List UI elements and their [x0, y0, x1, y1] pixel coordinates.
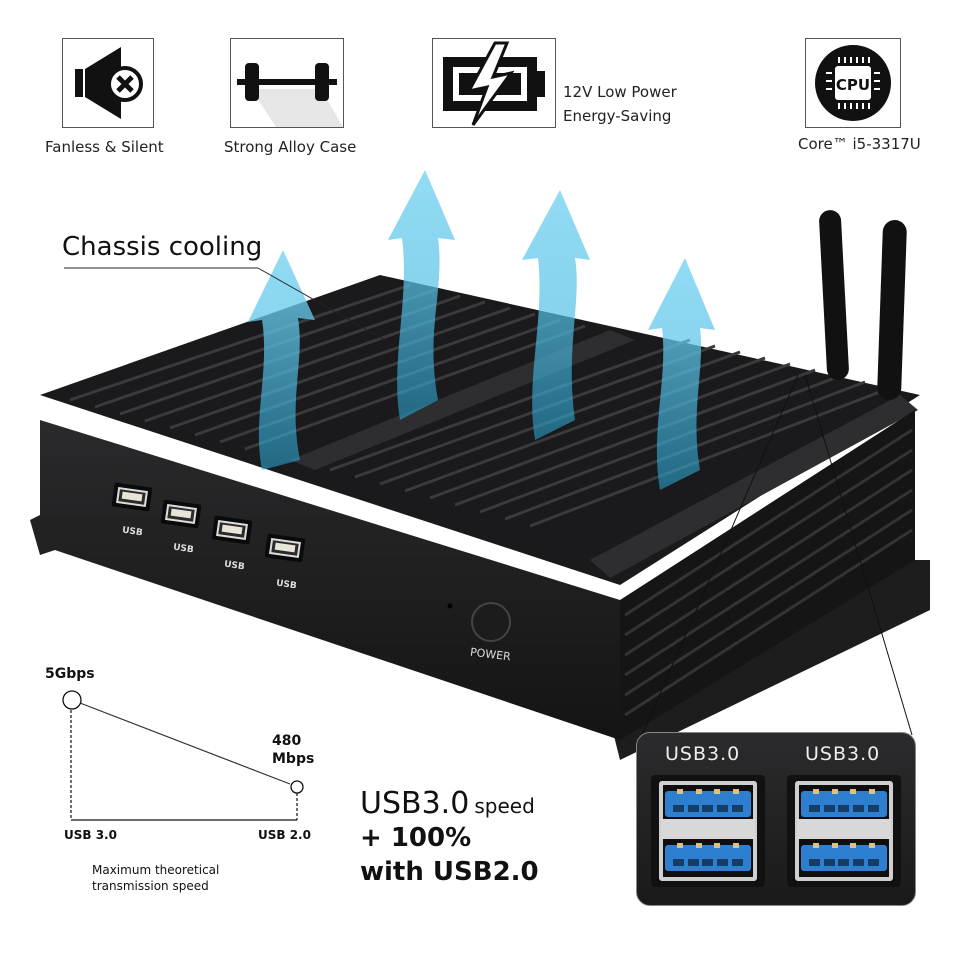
front-usb-port-2	[160, 499, 202, 529]
speed-word: speed	[474, 794, 535, 818]
fanless-icon-box	[62, 38, 154, 128]
chart-point-usb2	[290, 780, 304, 794]
battery-charging-icon	[443, 41, 545, 126]
chart-caption-1: Maximum theoretical	[92, 863, 220, 877]
speed-usb2: with USB2.0	[360, 857, 539, 887]
usb3-panel-closeup: USB3.0 USB3.0	[636, 732, 916, 906]
speed-percent: + 100%	[360, 823, 472, 853]
usb3-label-left: USB3.0	[665, 743, 741, 765]
power-button[interactable]	[472, 603, 510, 641]
speaker-mute-icon	[75, 47, 143, 119]
front-usb-port-3	[211, 515, 253, 545]
feature-label-power-1: 12V Low Power	[563, 83, 677, 101]
power-icon-box	[432, 38, 556, 128]
speed-chart	[62, 690, 304, 821]
front-usb-port-4	[264, 533, 306, 563]
chart-point-label-480-1: 480	[272, 733, 302, 749]
feature-label-alloy: Strong Alloy Case	[224, 138, 357, 156]
feature-label-power-2: Energy-Saving	[563, 107, 672, 125]
airflow-arrows	[248, 170, 715, 490]
usb3-port-stack-right	[787, 775, 901, 887]
alloy-icon-box	[230, 38, 344, 128]
chassis-cooling-callout: Chassis cooling	[62, 232, 263, 262]
feature-label-fanless: Fanless & Silent	[45, 138, 164, 156]
chart-category-usb3: USB 3.0	[64, 828, 117, 842]
cpu-icon-box: CPU	[805, 38, 901, 128]
front-usb-port-1	[111, 482, 153, 512]
chart-category-usb2: USB 2.0	[258, 828, 311, 842]
chart-point-usb3	[62, 690, 82, 710]
chart-caption-2: transmission speed	[92, 879, 209, 893]
usb3-port-stack-left	[651, 775, 765, 887]
cpu-chip-icon: CPU	[815, 45, 891, 121]
feature-label-cpu: Core™ i5-3317U	[798, 135, 921, 153]
svg-text:CPU: CPU	[836, 76, 870, 94]
speed-usb3: USB3.0	[360, 786, 470, 821]
dumbbell-icon	[237, 63, 343, 127]
chart-point-label-5gbps: 5Gbps	[45, 666, 95, 682]
usb3-label-right: USB3.0	[805, 743, 881, 765]
chart-point-label-480-2: Mbps	[272, 751, 315, 767]
speed-claim: USB3.0 speed + 100% with USB2.0	[360, 786, 539, 889]
